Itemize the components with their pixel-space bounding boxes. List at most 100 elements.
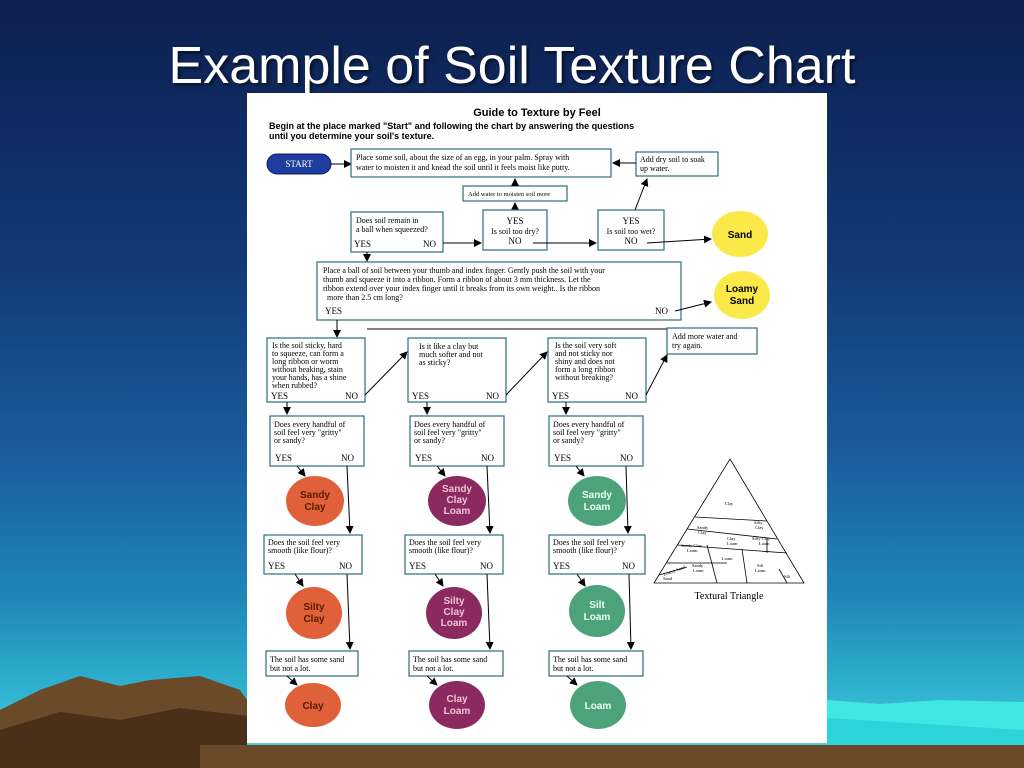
slide-title: Example of Soil Texture Chart [168, 37, 856, 95]
result-clay-label: Clay [302, 701, 324, 712]
triangle-silty-clay-loam-1: Silty Clay [752, 536, 771, 541]
smooth-1-text-1: Does the soil feel very [268, 538, 340, 547]
very-soft-text-4: form a long ribbon [555, 365, 615, 374]
smooth-3-text-2: smooth (like flour)? [553, 546, 617, 555]
add-dry-text-2: up water. [640, 164, 669, 173]
some-sand-box-3: The soil has some sand but not a lot. [548, 650, 644, 677]
textural-triangle: Clay Sandy Clay Silty Clay Sandy Clay Lo… [653, 458, 805, 602]
some-sand-3-text-1: The soil has some sand [553, 655, 627, 664]
result-loam: Loam [570, 681, 626, 729]
sticky-box: Is the soil sticky, hard to squeeze, can… [266, 337, 366, 403]
smooth-1-yes: YES [268, 561, 285, 571]
smooth-1-no: NO [339, 561, 352, 571]
result-loamy-sand: Loamy Sand [714, 271, 770, 319]
result-silty-clay: Silty Clay [286, 587, 342, 639]
very-soft-no: NO [625, 391, 638, 401]
too-wet-no: NO [625, 236, 638, 246]
triangle-sandy-clay-loam-2: Loam [687, 548, 698, 553]
ribbon-text-1: Place a ball of soil between your thumb … [323, 266, 605, 275]
softer-text-1: Is it like a clay but [419, 342, 479, 351]
gritty-3-yes: YES [554, 453, 571, 463]
smooth-box-1: Does the soil feel very smooth (like flo… [263, 534, 363, 575]
result-silty-clay-loam-label-1: Silty [443, 596, 465, 607]
result-silty-clay-loam: Silty Clay Loam [426, 587, 482, 639]
too-wet-yes: YES [622, 216, 639, 226]
too-dry-yes: YES [506, 216, 523, 226]
triangle-silt-loam-1: Silt [757, 563, 764, 568]
triangle-sand: Sand [663, 576, 673, 581]
result-loamy-sand-label-2: Sand [730, 296, 754, 307]
gritty-3-text-1: Does every handful of [553, 420, 625, 429]
triangle-silt: Silt [784, 574, 791, 579]
result-sandy-clay: Sandy Clay [286, 476, 344, 526]
result-sand-label: Sand [728, 230, 752, 241]
smooth-2-text-1: Does the soil feel very [409, 538, 481, 547]
gritty-1-text-1: Does every handful of [274, 420, 346, 429]
result-sandy-clay-loam-label-3: Loam [444, 506, 471, 517]
smooth-1-text-2: smooth (like flour)? [268, 546, 332, 555]
result-clay-loam: Clay Loam [429, 681, 485, 729]
some-sand-box-2: The soil has some sand but not a lot. [408, 650, 504, 677]
add-dry-text-1: Add dry soil to soak [640, 155, 705, 164]
add-more-text-1: Add more water and [672, 332, 738, 341]
ribbon-text-2: thumb and squeeze it into a ribbon. Form… [323, 275, 591, 284]
remain-ball-box: Does soil remain in a ball when squeezed… [350, 211, 444, 253]
very-soft-text-1: Is the soil very soft [555, 341, 617, 350]
triangle-clay-loam-1: Clay [727, 536, 736, 541]
some-sand-2-text-2: but not a lot. [413, 664, 453, 673]
too-dry-no: NO [509, 236, 522, 246]
remain-ball-text-2: a ball when squeezed? [356, 225, 428, 234]
very-soft-yes: YES [552, 391, 569, 401]
place-soil-text-1: Place some soil, about the size of an eg… [356, 153, 569, 162]
smooth-2-no: NO [480, 561, 493, 571]
soil-texture-flowchart: Guide to Texture by Feel Begin at the pl… [263, 107, 805, 729]
result-sandy-loam-label-1: Sandy [582, 490, 612, 501]
add-more-text-2: try again. [672, 341, 702, 350]
start-node: START [266, 153, 332, 175]
gritty-3-text-3: or sandy? [553, 436, 584, 445]
smooth-2-text-2: smooth (like flour)? [409, 546, 473, 555]
triangle-sandy-clay-2: Clay [698, 530, 707, 535]
triangle-sandy-loam-2: Loam [693, 568, 704, 573]
result-sandy-loam-label-2: Loam [584, 502, 611, 513]
gritty-1-text-3: or sandy? [274, 436, 305, 445]
remain-ball-yes: YES [354, 239, 371, 249]
smooth-box-2: Does the soil feel very smooth (like flo… [404, 534, 504, 575]
softer-box: Is it like a clay but much softer and no… [407, 337, 507, 403]
smooth-3-text-1: Does the soil feel very [553, 538, 625, 547]
sticky-text-4: without beaking, stain [272, 365, 343, 374]
place-soil-text-2: water to moisten it and knead the soil u… [356, 163, 570, 172]
triangle-clay: Clay [725, 501, 734, 506]
sticky-text-2: to squeeze, can form a [272, 349, 344, 358]
softer-yes: YES [412, 391, 429, 401]
add-more-water-box: Add more water and try again. [666, 327, 758, 355]
ribbon-no: NO [655, 306, 668, 316]
sticky-text-5: your hands, has a shine [272, 373, 347, 382]
too-wet-box: YES Is soil too wet? NO [597, 209, 665, 251]
sticky-text-1: Is the soil sticky, hard [272, 341, 342, 350]
gritty-3-text-2: soil feel very "gritty" [553, 428, 621, 437]
sticky-yes: YES [271, 391, 288, 401]
result-sandy-clay-label-1: Sandy [300, 490, 330, 501]
softer-text-3: as sticky? [419, 358, 451, 367]
result-silt-loam: Silt Loam [569, 585, 625, 637]
result-silt-loam-label-1: Silt [589, 600, 605, 611]
some-sand-1-text-1: The soil has some sand [270, 655, 344, 664]
guide-heading: Guide to Texture by Feel [473, 107, 601, 119]
ribbon-text-4: more than 2.5 cm long? [327, 293, 403, 302]
gritty-2-yes: YES [415, 453, 432, 463]
result-clay-loam-label-2: Loam [444, 706, 471, 717]
gritty-2-text-1: Does every handful of [414, 420, 486, 429]
place-soil-box: Place some soil, about the size of an eg… [350, 148, 612, 178]
gritty-1-no: NO [341, 453, 354, 463]
sticky-text-3: long ribbon or worm [272, 357, 339, 366]
guide-intro-line1: Begin at the place marked "Start" and fo… [269, 121, 634, 131]
some-sand-1-text-2: but not a lot. [270, 664, 310, 673]
very-soft-text-3: shiny and does not [555, 357, 616, 366]
result-sandy-loam: Sandy Loam [568, 476, 626, 526]
gritty-2-no: NO [481, 453, 494, 463]
triangle-sandy-clay-loam-1: Sandy Clay [681, 543, 703, 548]
result-loamy-sand-label-1: Loamy [726, 284, 759, 295]
result-loam-label: Loam [585, 701, 612, 712]
result-silty-clay-label-1: Silty [303, 602, 325, 613]
